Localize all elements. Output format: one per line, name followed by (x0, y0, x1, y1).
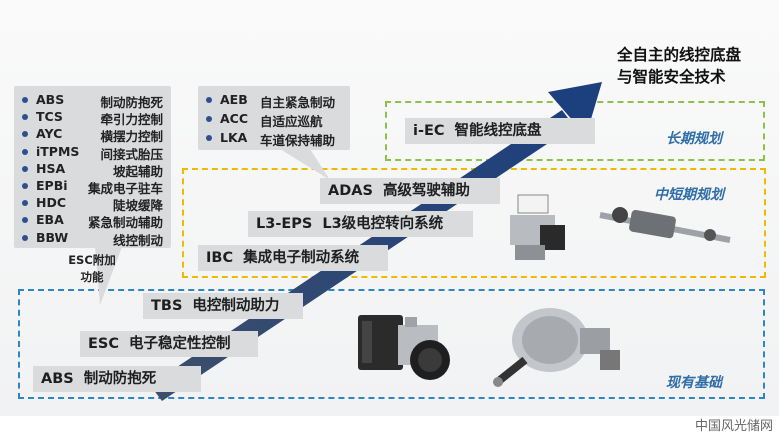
esc-feature-abbr: EPBi (36, 178, 68, 193)
abs-module-image (358, 315, 450, 380)
esc-feature-row: HSA 坡起辅助 (14, 160, 171, 179)
step-tbs-name: 电控制动助力 (192, 298, 280, 314)
adas-feature-row: AEB 自主紧急制动 (198, 92, 350, 110)
esc-feature-name: 间接式胎压 (100, 146, 163, 162)
esc-feature-row: ABS 制动防抱死 (14, 92, 171, 110)
bullet-dot-icon (22, 97, 28, 103)
bullet-dot-icon (22, 200, 28, 207)
esc-feature-name: 横摆力控制 (100, 129, 163, 145)
adas-feature-name: 自主紧急制动 (260, 95, 336, 110)
esc-feature-abbr: AYC (36, 126, 63, 142)
esc-feature-abbr: HDC (36, 195, 67, 211)
adas-feature-name: 车道保持辅助 (260, 133, 336, 148)
ibc-unit-image (510, 194, 565, 260)
bullet-dot-icon (22, 183, 28, 189)
adas-feature-abbr: ACC (220, 111, 249, 126)
step-l3-name: L3级电控转向系统 (322, 216, 444, 232)
existing-base-zone (18, 289, 765, 399)
step-ibc-name: 集成电子制动系统 (243, 250, 360, 266)
eps-rack-image (599, 207, 731, 243)
bullet-dot-icon (22, 131, 28, 138)
step-ibc: IBC 集成电子制动系统 (198, 245, 388, 271)
esc-feature-abbr: HSA (36, 160, 66, 176)
step-abs-name: 制动防抱死 (83, 371, 157, 387)
bullet-dot-icon (22, 165, 28, 172)
bullet-dot-icon (206, 97, 212, 103)
step-esc-name: 电子稳定性控制 (129, 336, 231, 352)
long-term-label: 长期规划 (666, 131, 722, 147)
adas-feature-abbr: LKA (220, 130, 248, 145)
step-esc-code: ESC (88, 336, 119, 352)
step-iec-name: 智能线控底盘 (454, 123, 542, 139)
step-abs-code: ABS (41, 371, 74, 387)
goal-line-2: 与智能安全技术 (617, 68, 726, 86)
esc-addon-label-line1: ESC附加 (68, 253, 116, 267)
goal-line-1: 全自主的线控底盘 (617, 46, 742, 64)
esc-feature-row: EBA 紧急制动辅助 (14, 212, 171, 231)
watermark: 中国风光储网 (694, 419, 773, 434)
bullet-dot-icon (206, 135, 212, 141)
esc-feature-name: 牵引力控制 (100, 112, 163, 128)
esc-addon-label: ESC附加 功能 (62, 252, 122, 286)
esc-feature-abbr: ABS (36, 92, 65, 107)
step-adas: ADAS 高级驾驶辅助 (320, 178, 500, 204)
esc-feature-name: 集成电子驻车 (87, 181, 163, 196)
esc-feature-name: 紧急制动辅助 (87, 215, 163, 231)
esc-feature-row: iTPMS 间接式胎压 (14, 143, 171, 162)
step-l3-code: L3-EPS (256, 216, 313, 232)
esc-feature-abbr: TCS (36, 109, 63, 125)
step-i-ec: i-EC 智能线控底盘 (405, 118, 595, 144)
step-tbs: TBS 电控制动助力 (143, 293, 303, 319)
step-tbs-code: TBS (151, 298, 183, 314)
esc-feature-name: 制动防抱死 (100, 95, 163, 110)
mid-short-term-label: 中短期规划 (654, 187, 724, 203)
existing-base-label: 现有基础 (666, 375, 722, 391)
esc-feature-name: 坡起辅助 (112, 163, 163, 179)
esc-feature-abbr: iTPMS (36, 143, 80, 159)
goal-title: 全自主的线控底盘 与智能安全技术 (617, 44, 741, 88)
esc-feature-row: EPBi 集成电子驻车 (14, 178, 171, 196)
adas-feature-name: 自适应巡航 (260, 114, 323, 129)
esc-addon-label-line2: 功能 (80, 270, 104, 284)
esc-feature-row: TCS 牵引力控制 (14, 109, 171, 128)
esc-feature-name: 陡坡缓降 (112, 198, 163, 214)
bullet-dot-icon (206, 116, 212, 122)
esc-feature-name: 线控制动 (112, 232, 163, 248)
bullet-dot-icon (22, 217, 28, 224)
step-adas-name: 高级驾驶辅助 (382, 183, 470, 199)
step-ibc-code: IBC (206, 250, 234, 266)
esc-feature-row: BBW 线控制动 (14, 229, 171, 248)
adas-feature-row: LKA 车道保持辅助 (198, 130, 350, 148)
bullet-dot-icon (22, 234, 28, 241)
bullet-dot-icon (22, 148, 28, 155)
esc-feature-abbr: EBA (36, 212, 64, 228)
step-abs: ABS 制动防抱死 (33, 366, 201, 392)
esc-feature-row: HDC 陡坡缓降 (14, 195, 171, 214)
step-esc: ESC 电子稳定性控制 (80, 331, 258, 357)
ibooster-image (493, 308, 620, 387)
bullet-dot-icon (22, 114, 28, 121)
esc-feature-abbr: BBW (36, 229, 69, 245)
step-adas-code: ADAS (328, 183, 373, 199)
step-iec-code: i-EC (413, 123, 445, 139)
adas-feature-row: ACC 自适应巡航 (198, 111, 350, 129)
adas-feature-abbr: AEB (220, 92, 248, 107)
step-l3-eps: L3-EPS L3级电控转向系统 (248, 211, 473, 237)
adas-features-callout: AEB 自主紧急制动 ACC 自适应巡航 LKA 车道保持辅助 (198, 86, 350, 150)
esc-features-callout: ABS 制动防抱死 TCS 牵引力控制 AYC 横摆力控制 iTPMS 间接式胎压 HSA 坡起辅… (14, 86, 171, 248)
esc-feature-row: AYC 横摆力控制 (14, 126, 171, 145)
